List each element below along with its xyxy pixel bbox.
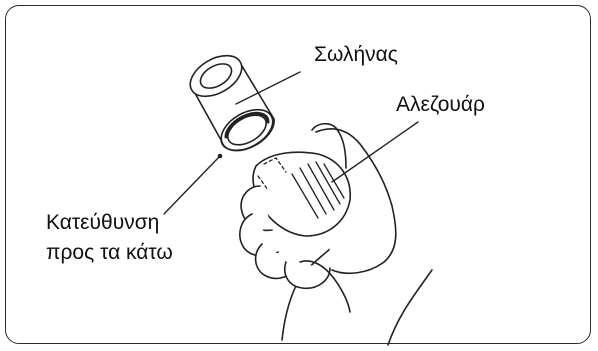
hose-label: Σωλήνας bbox=[314, 42, 398, 68]
whisk-label: Αλεζουάρ bbox=[396, 92, 485, 118]
hand bbox=[240, 124, 432, 345]
direction-label-line1: Κατεύθυνση bbox=[46, 210, 159, 236]
direction-point bbox=[218, 154, 223, 159]
hose-tube bbox=[183, 47, 279, 158]
direction-label-line2: προς τα κάτω bbox=[46, 240, 173, 266]
direction-leader-line bbox=[164, 156, 220, 214]
